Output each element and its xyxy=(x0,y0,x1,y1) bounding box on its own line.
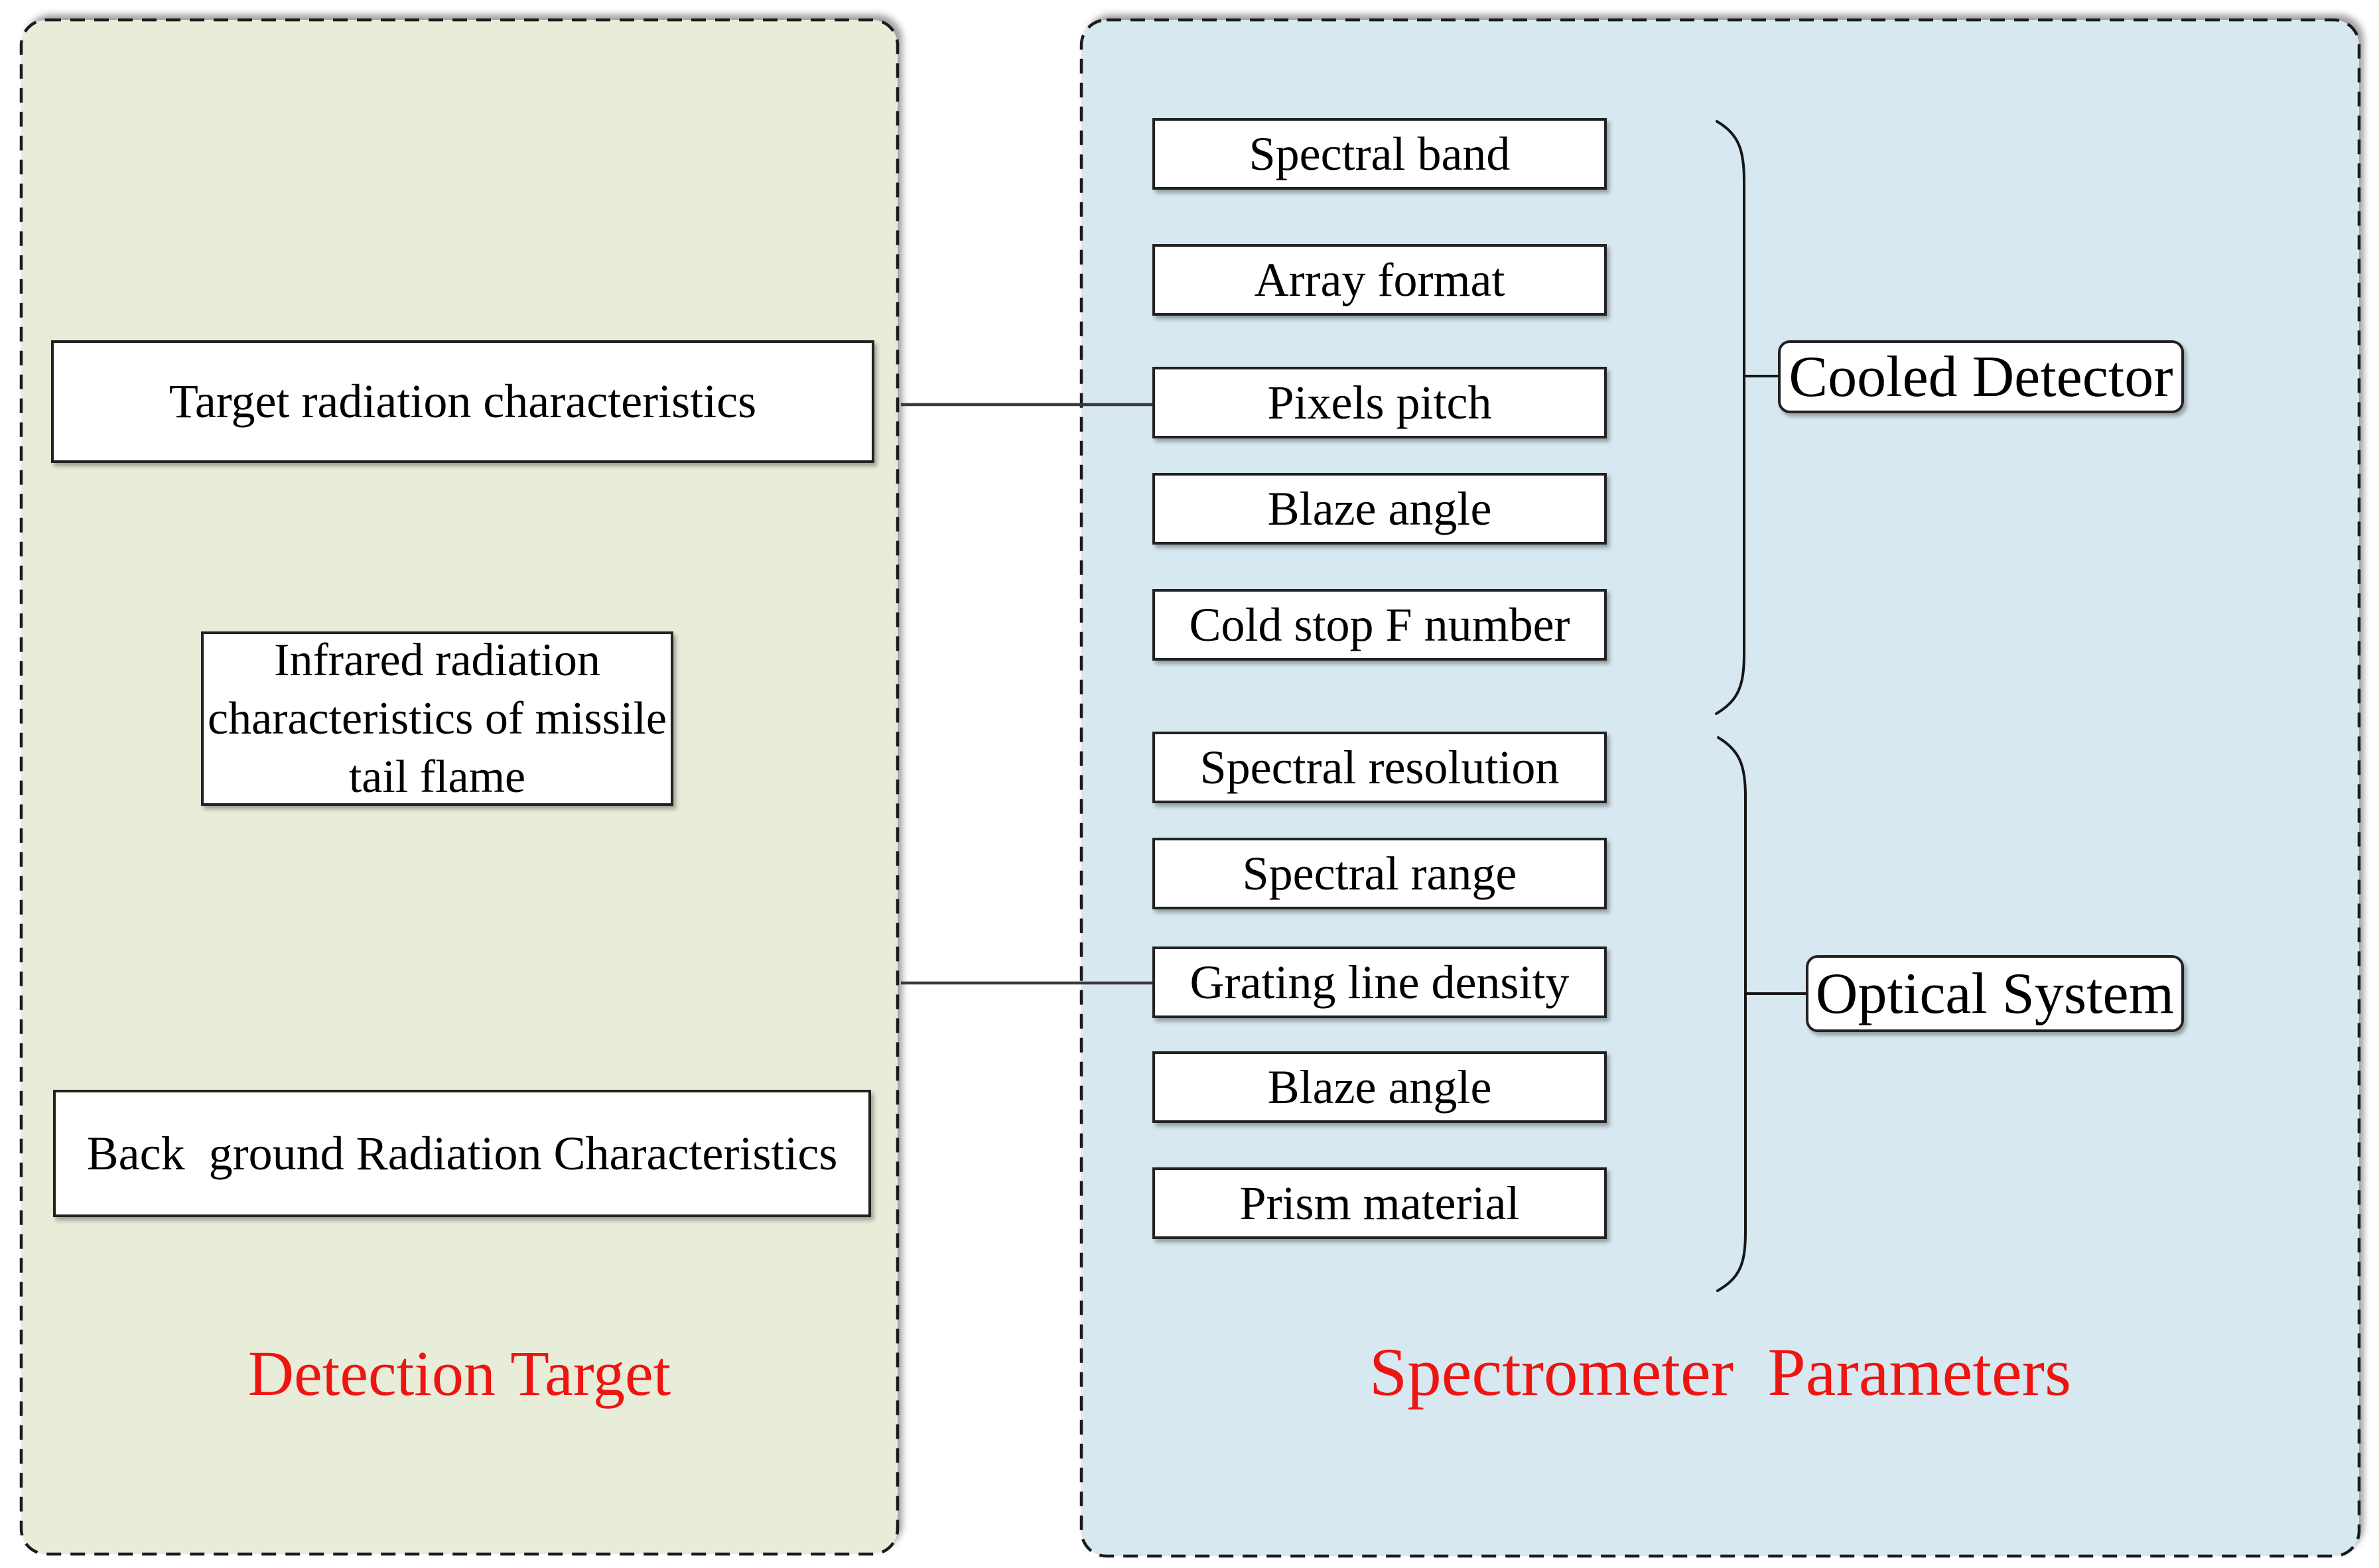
background-radiation-box: Back ground Radiation Characteristics xyxy=(53,1090,871,1217)
spectrometer-parameters-panel: Spectral band Array format Pixels pitch … xyxy=(1081,20,2359,1556)
param-box-spectral-range: Spectral range xyxy=(1152,838,1607,909)
param-box-blaze-angle-detector: Blaze angle xyxy=(1152,473,1607,545)
param-box-spectral-resolution: Spectral resolution xyxy=(1152,732,1607,803)
param-box-pixels-pitch: Pixels pitch xyxy=(1152,367,1607,438)
spectrometer-parameters-title: Spectrometer Parameters xyxy=(1369,1335,2072,1410)
param-box-array-format: Array format xyxy=(1152,244,1607,316)
param-box-blaze-angle-optical: Blaze angle xyxy=(1152,1051,1607,1123)
detection-target-panel: Target radiation characteristics Infrare… xyxy=(21,20,898,1554)
cooled-detector-label-box: Cooled Detector xyxy=(1778,340,2184,413)
optical-system-label-box: Optical System xyxy=(1806,955,2184,1032)
param-box-grating-line-density: Grating line density xyxy=(1152,947,1607,1018)
param-box-cold-stop-f-number: Cold stop F number xyxy=(1152,589,1607,661)
target-radiation-box: Target radiation characteristics xyxy=(51,340,874,463)
infrared-radiation-box: Infrared radiation characteristics of mi… xyxy=(201,631,673,806)
detection-target-title: Detection Target xyxy=(247,1338,671,1409)
param-box-prism-material: Prism material xyxy=(1152,1167,1607,1239)
param-box-spectral-band: Spectral band xyxy=(1152,118,1607,190)
